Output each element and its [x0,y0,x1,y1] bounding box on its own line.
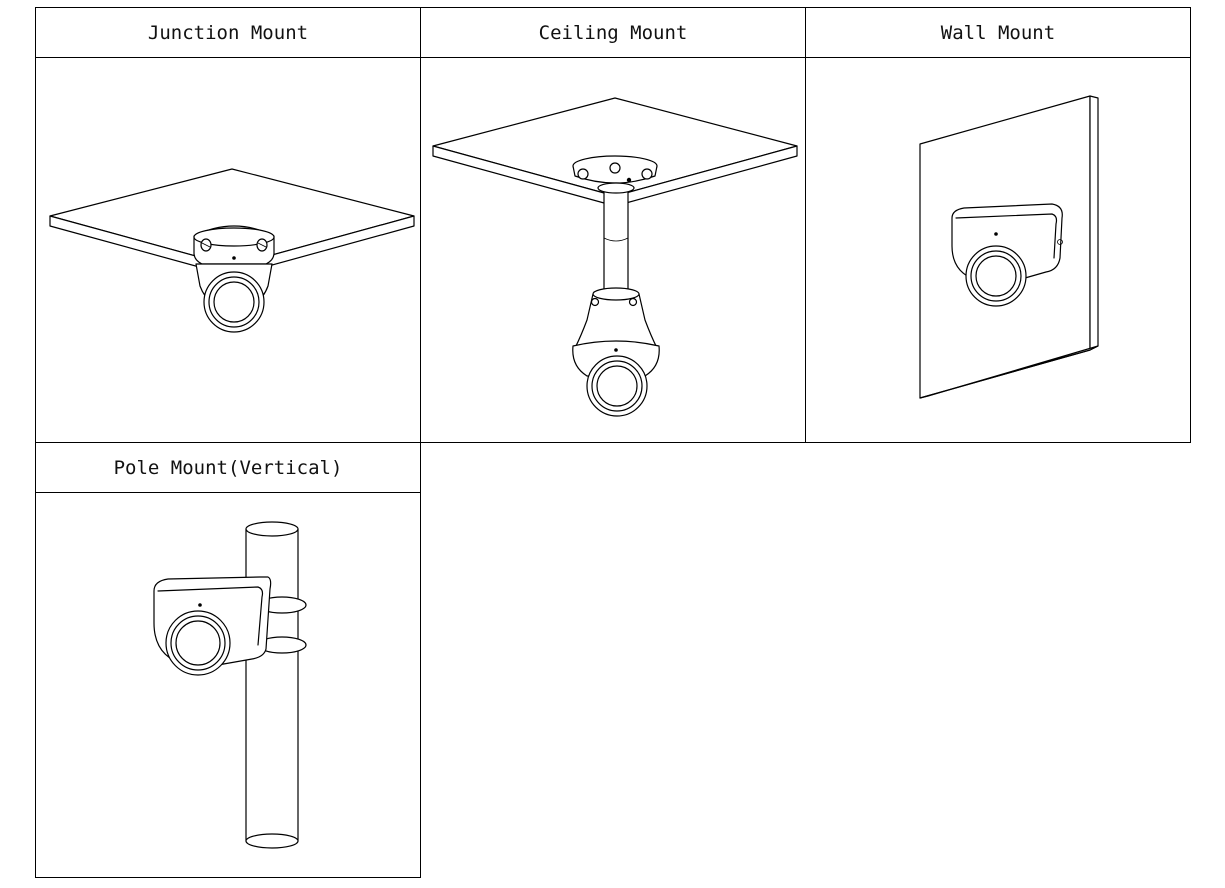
camera-ceiling-mount-icon [432,97,798,417]
panel-title: Ceiling Mount [421,8,805,58]
camera-wall-mount-icon [919,95,1099,399]
panel-ceiling-mount: Ceiling Mount [420,7,806,443]
panel-wall-mount: Wall Mount [805,7,1191,443]
panel-title: Pole Mount(Vertical) [36,443,420,493]
camera-pole-mount-icon [153,521,307,849]
panel-title: Junction Mount [36,8,420,58]
panel-junction-mount: Junction Mount [35,7,421,443]
camera-junction-mount-icon [49,168,415,333]
panel-title: Wall Mount [806,8,1190,58]
panel-pole-mount-vertical: Pole Mount(Vertical) [35,442,421,878]
